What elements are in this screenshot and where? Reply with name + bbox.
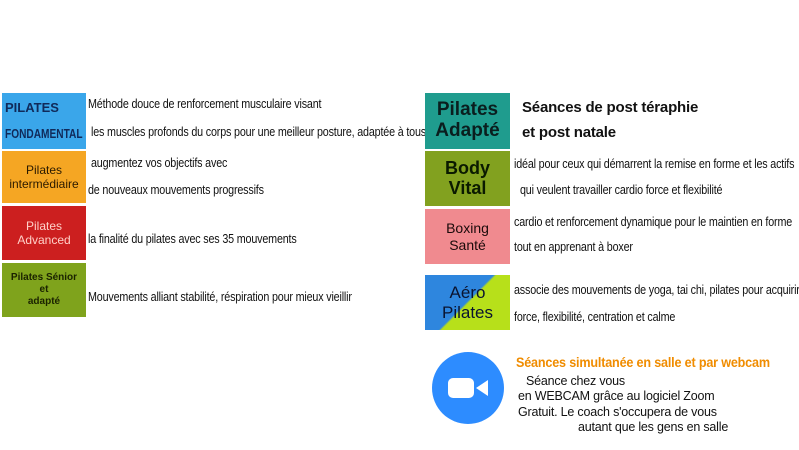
tag-label: Adapté: [435, 120, 500, 141]
webcam-line: Séance chez vous: [526, 374, 625, 388]
tag-label: FONDAMENTAL: [5, 126, 83, 141]
description: force, flexibilité, centration et calme: [514, 310, 676, 324]
description: tout en apprenant à boxer: [514, 240, 633, 254]
tag-label: Pilates: [436, 99, 499, 121]
tag-body-vital: Body Vital: [425, 151, 510, 206]
zoom-camera-icon: [432, 352, 504, 424]
tag-label: et: [39, 284, 49, 295]
description: augmentez vos objectifs avec: [91, 156, 228, 170]
tag-label: adapté: [27, 296, 61, 307]
tag-label: Pilates Sénior: [10, 272, 78, 283]
tag-pilates-fondamental: PILATES FONDAMENTAL: [2, 93, 86, 149]
description: et post natale: [522, 124, 616, 141]
tag-label: Pilates: [441, 302, 494, 322]
description: Mouvements alliant stabilité, réspiratio…: [88, 290, 352, 304]
description: associe des mouvements de yoga, tai chi,…: [514, 283, 799, 297]
tag-label: Santé: [449, 236, 486, 253]
tag-label: Aéro: [449, 282, 486, 302]
tag-aero-pilates: Aéro Pilates: [425, 275, 510, 330]
webcam-line: Gratuit. Le coach s'occupera de vous: [518, 405, 717, 419]
tag-label: Advanced: [17, 233, 71, 247]
webcam-line: en WEBCAM grâce au logiciel Zoom: [518, 389, 715, 403]
description: de nouveaux mouvements progressifs: [88, 183, 264, 197]
camera-glyph: [448, 378, 488, 398]
tag-label: intermédiaire: [9, 177, 79, 191]
tag-pilates-adapte: Pilates Adapté: [425, 93, 510, 149]
tag-label: Pilates: [25, 218, 63, 233]
description: cardio et renforcement dynamique pour le…: [514, 215, 793, 229]
tag-label: PILATES: [5, 100, 59, 116]
tag-label: Boxing: [446, 219, 489, 236]
tag-label: Body: [445, 157, 490, 178]
description: Méthode douce de renforcement musculaire…: [88, 97, 322, 111]
tag-boxing-sante: Boxing Santé: [425, 209, 510, 264]
description: idéal pour ceux qui démarrent la remise …: [514, 157, 795, 171]
description: qui veulent travailler cardio force et f…: [520, 183, 723, 197]
description: la finalité du pilates avec ses 35 mouve…: [88, 232, 297, 246]
tag-pilates-advanced: Pilates Advanced: [2, 206, 86, 260]
tag-pilates-senior: Pilates Sénior et adapté: [2, 263, 86, 317]
webcam-line: autant que les gens en salle: [578, 420, 729, 434]
webcam-title: Séances simultanée en salle et par webca…: [516, 354, 770, 370]
tag-label: Vital: [448, 177, 487, 198]
description: les muscles profonds du corps pour une m…: [91, 125, 426, 139]
tag-label: Pilates: [25, 162, 63, 177]
tag-pilates-intermediaire: Pilates intermédiaire: [2, 151, 86, 203]
description: Séances de post téraphie: [522, 99, 699, 116]
